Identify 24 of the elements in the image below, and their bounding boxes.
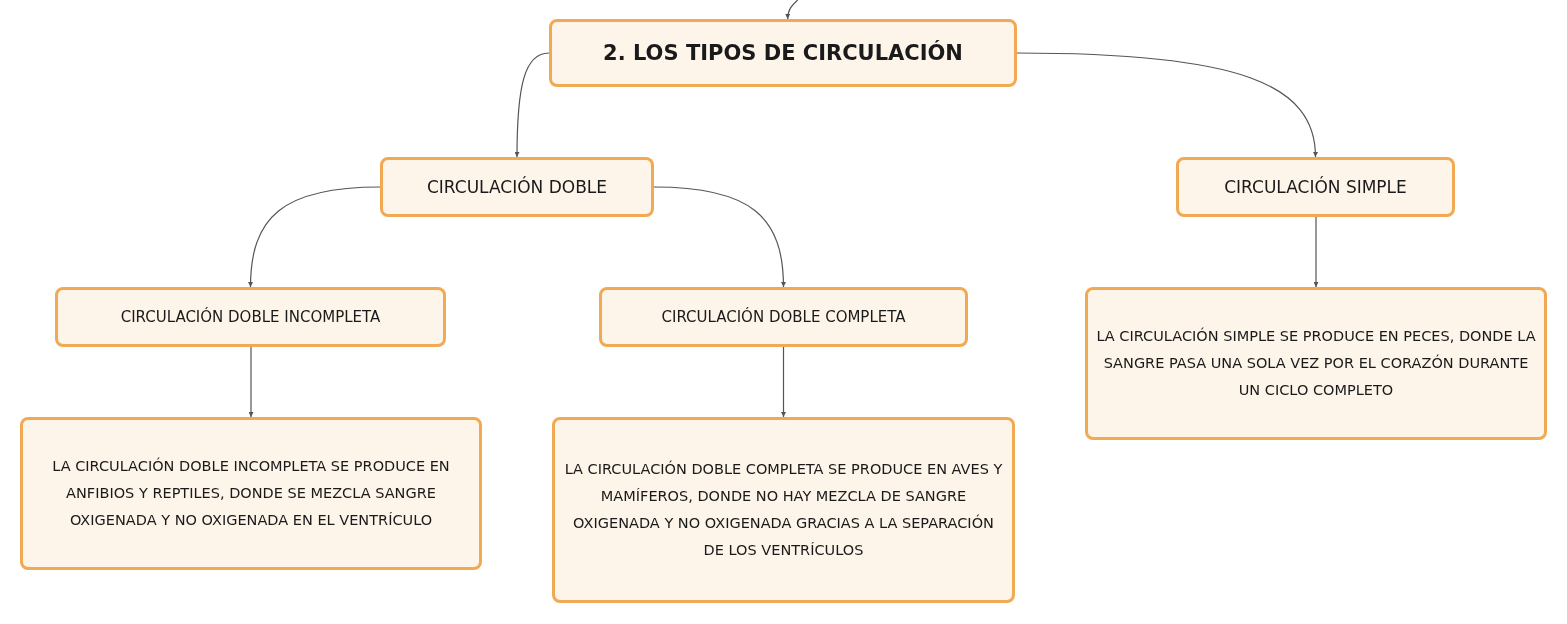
- connector-arrow: [785, 0, 799, 20]
- subtopic-box: [599, 287, 968, 347]
- node-text: LA CIRCULACIÓN DOBLE COMPLETA SE PRODUCE EN AVES Y MAMÍFEROS, DONDE NO HAY MEZCLA DE SANGRE OXIGENADA Y NO OXIGENADA GRACIAS A LA SEPARACIÓN DE LOS VENTRÍCULOS: [563, 459, 1004, 560]
- connector-arrow: [653, 186, 786, 288]
- node-text: CIRCULACIÓN DOBLE: [426, 177, 608, 197]
- node-text: 2. LOS TIPOS DE CIRCULACIÓN: [603, 41, 963, 65]
- node-text: CIRCULACIÓN DOBLE INCOMPLETA: [120, 308, 381, 326]
- connector-arrow: [1313, 216, 1319, 288]
- connector-arrow: [248, 346, 254, 418]
- topic-box: [380, 157, 654, 217]
- description-box: [1085, 287, 1547, 440]
- connector-arrow: [514, 52, 550, 158]
- description-box: [552, 417, 1015, 603]
- connector-arrow: [1016, 52, 1318, 158]
- subtopic-box: [55, 287, 446, 347]
- description-box: [20, 417, 482, 570]
- topic-box: [1176, 157, 1455, 217]
- connector-arrow: [781, 346, 786, 418]
- node-text: LA CIRCULACIÓN SIMPLE SE PRODUCE EN PECES, DONDE LA SANGRE PASA UNA SOLA VEZ POR EL CORAZÓN DURANTE UN CICLO COMPLETO: [1096, 326, 1536, 400]
- node-text: CIRCULACIÓN DOBLE COMPLETA: [661, 308, 906, 326]
- title-box: [549, 19, 1017, 87]
- node-text: LA CIRCULACIÓN DOBLE INCOMPLETA SE PRODUCE EN ANFIBIOS Y REPTILES, DONDE SE MEZCLA SANGRE OXIGENADA Y NO OXIGENADA EN EL VENTRÍCULO: [51, 456, 451, 530]
- node-text: CIRCULACIÓN SIMPLE: [1224, 177, 1407, 197]
- connector-arrow: [248, 186, 381, 288]
